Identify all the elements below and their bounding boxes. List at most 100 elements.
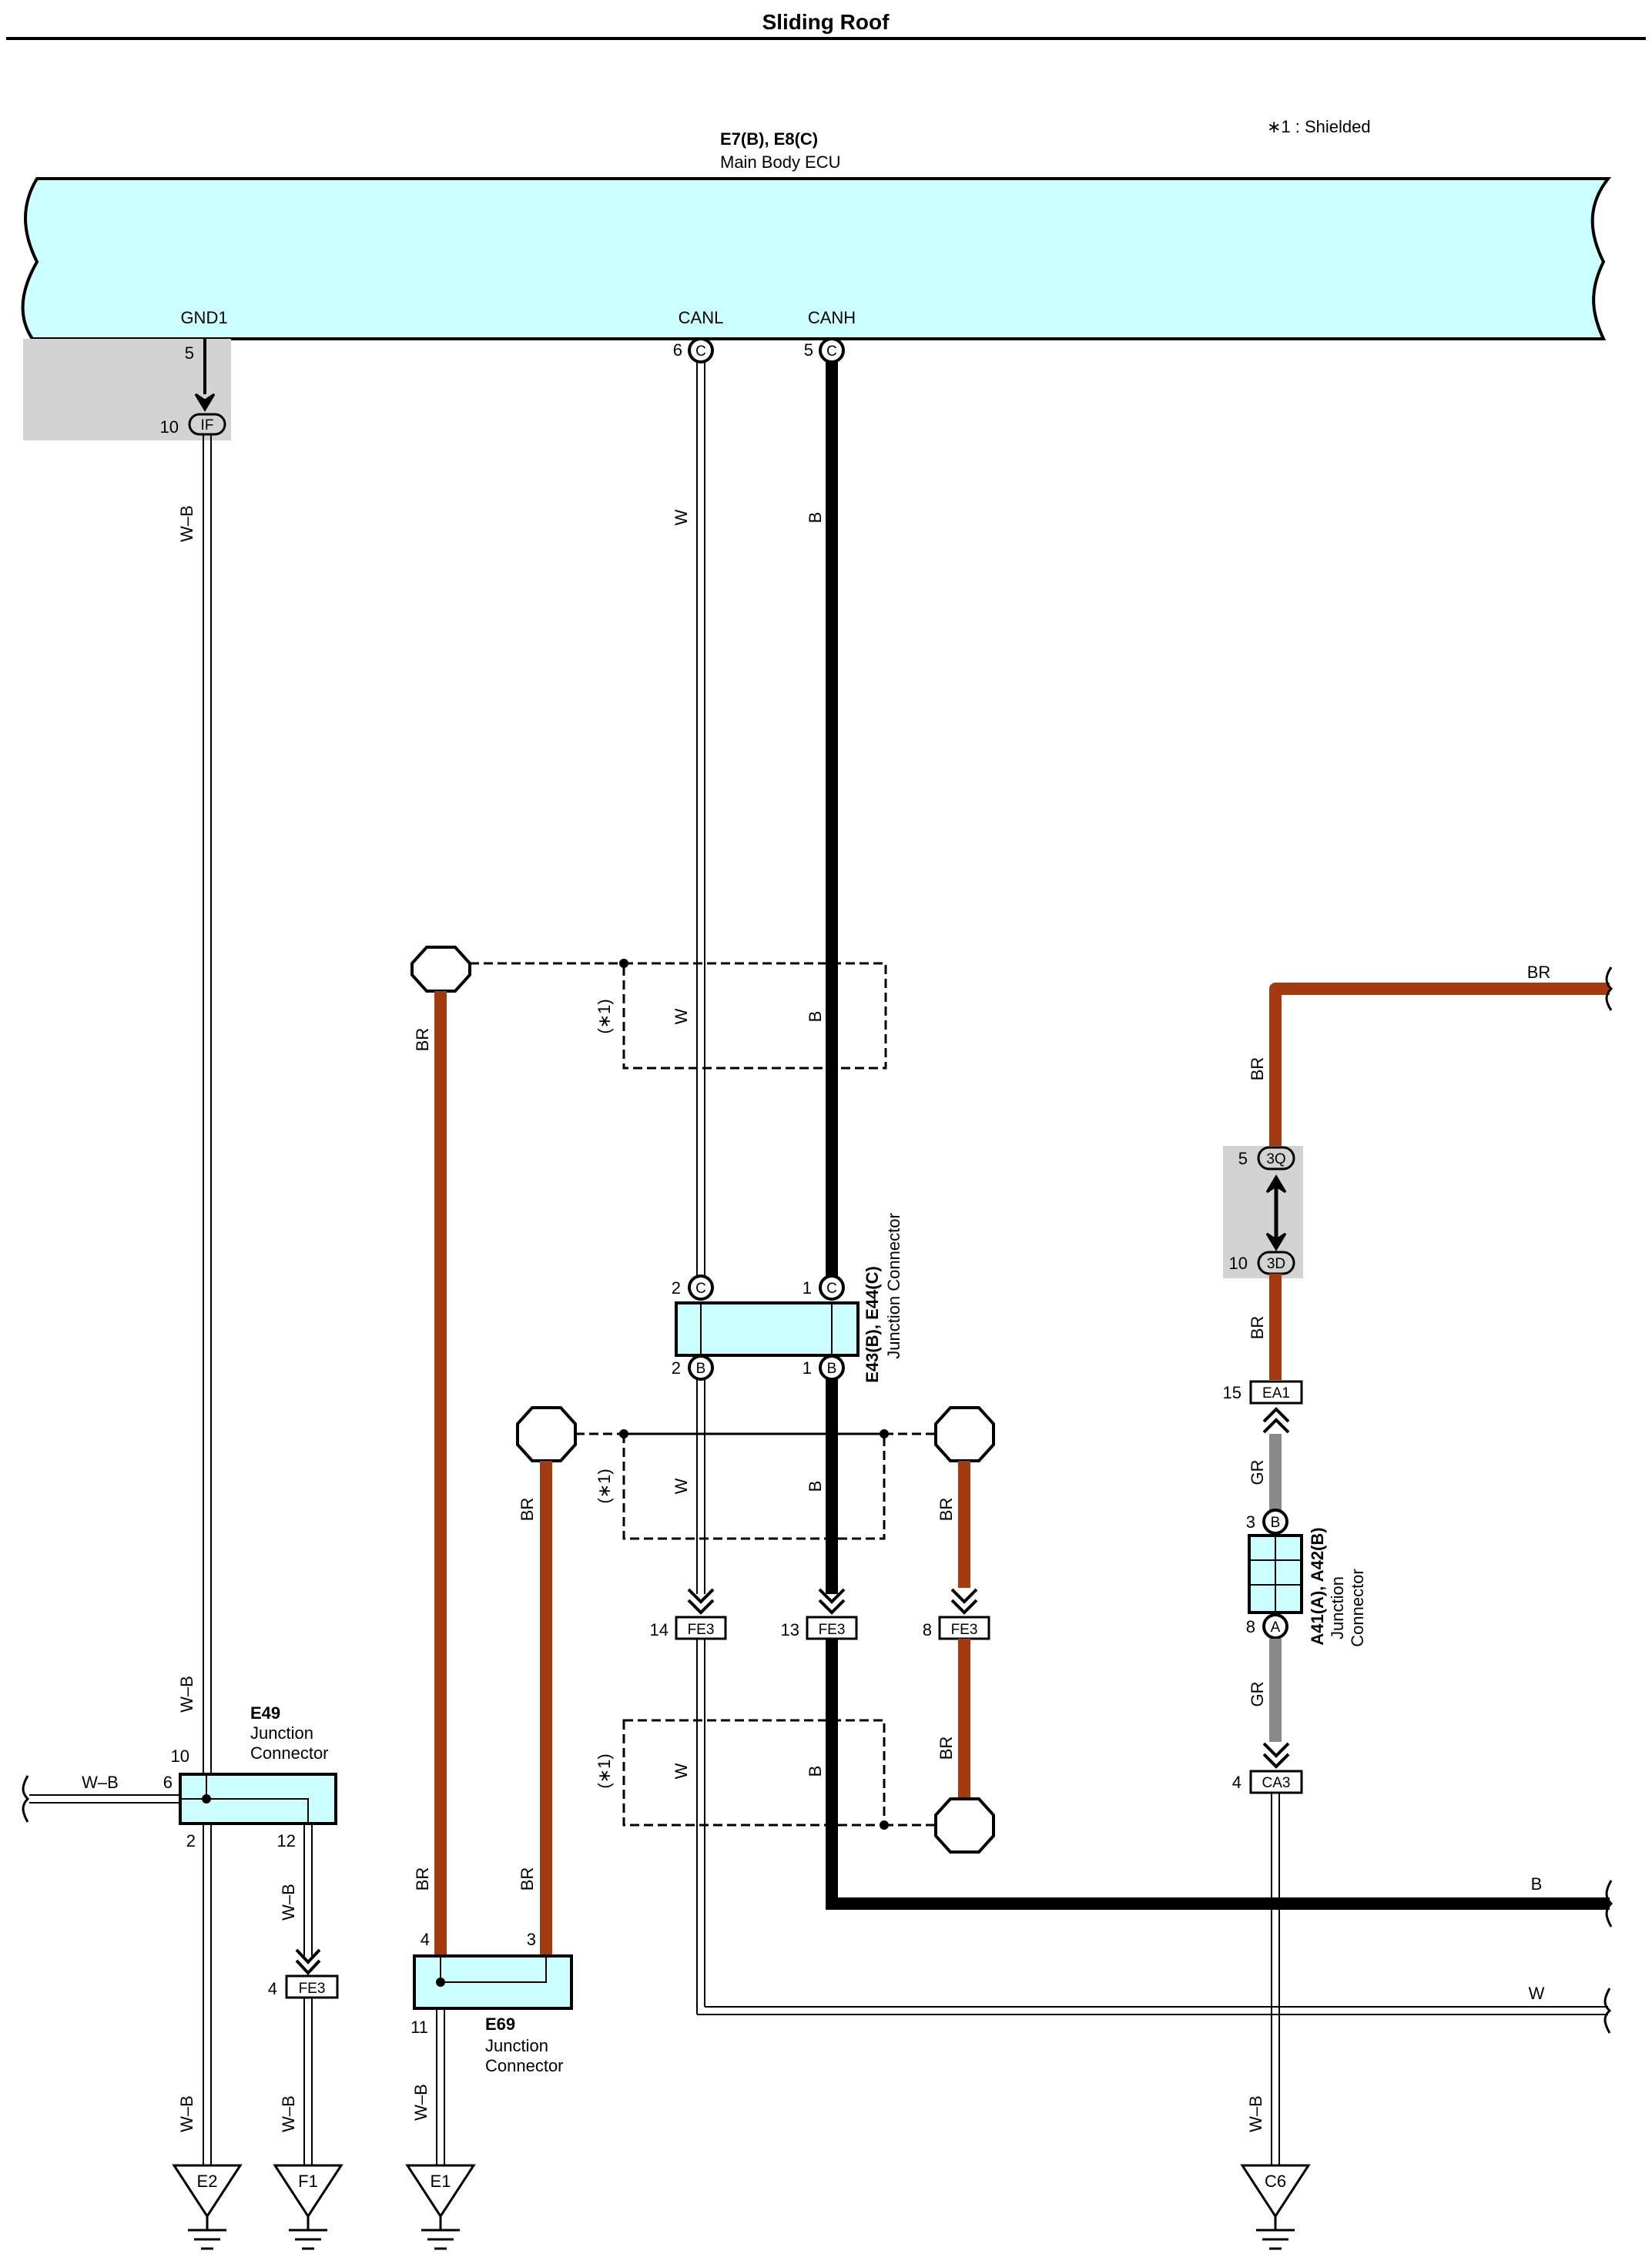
svg-text:W: W	[672, 1763, 691, 1779]
svg-text:IF: IF	[201, 417, 214, 434]
connector-fe3-13	[806, 1616, 858, 1640]
svg-text:W–B: W–B	[279, 1884, 298, 1921]
svg-text:FE3: FE3	[819, 1622, 846, 1638]
svg-text:Junction: Junction	[1328, 1576, 1347, 1639]
ground-c6: C6	[1240, 2164, 1311, 2250]
svg-text:2: 2	[186, 1831, 196, 1850]
connector-3q	[1257, 1146, 1295, 1171]
svg-text:10: 10	[171, 1747, 189, 1766]
page-title: Sliding Roof	[762, 10, 890, 34]
svg-text:C: C	[695, 1281, 706, 1297]
svg-text:12: 12	[277, 1831, 296, 1850]
svg-text:1: 1	[803, 1358, 812, 1378]
ecu-body	[21, 177, 1612, 340]
svg-text:GR: GR	[1248, 1460, 1267, 1485]
svg-text:Connector: Connector	[1348, 1569, 1367, 1647]
svg-text:BR: BR	[1527, 963, 1551, 982]
svg-text:4: 4	[268, 1979, 277, 1998]
svg-text:4: 4	[421, 1930, 430, 1949]
a41-code: A41(A), A42(B)	[1308, 1527, 1327, 1645]
svg-text:B: B	[696, 1361, 706, 1377]
svg-text:6: 6	[163, 1773, 173, 1792]
svg-text:BR: BR	[1248, 1316, 1267, 1340]
svg-text:W–B: W–B	[82, 1773, 119, 1792]
svg-text:FE3: FE3	[951, 1622, 978, 1638]
chevron-down-icon	[295, 1948, 321, 1975]
connector-canl	[688, 337, 714, 363]
svg-text:FE3: FE3	[299, 1981, 326, 1997]
svg-text:BR: BR	[518, 1867, 537, 1891]
svg-text:W: W	[672, 1478, 691, 1494]
chevron-down-icon	[687, 1588, 715, 1615]
svg-text:10: 10	[1229, 1254, 1248, 1273]
arrow-icon	[194, 393, 216, 412]
svg-text:2: 2	[672, 1278, 681, 1298]
chevron-down-icon	[950, 1588, 978, 1615]
ecu-name: Main Body ECU	[720, 152, 841, 172]
svg-text:4: 4	[1232, 1773, 1242, 1792]
svg-text:BR: BR	[518, 1498, 537, 1522]
svg-text:B: B	[806, 512, 825, 524]
svg-text:15: 15	[1223, 1383, 1242, 1402]
wire-break-icon	[1605, 1880, 1613, 1927]
svg-text:(∗1): (∗1)	[595, 1753, 614, 1788]
svg-text:W–B: W–B	[411, 2084, 431, 2121]
svg-text:Junction Connector: Junction Connector	[884, 1213, 903, 1359]
svg-text:8: 8	[923, 1620, 932, 1639]
svg-text:(∗1): (∗1)	[595, 1469, 614, 1503]
svg-text:W: W	[1529, 1984, 1545, 2003]
e43-code: E43(B), E44(C)	[863, 1266, 882, 1383]
chevron-down-icon	[1262, 1742, 1290, 1769]
svg-text:W–B: W–B	[177, 1676, 196, 1713]
e49-code: E49	[250, 1703, 280, 1723]
svg-text:3Q: 3Q	[1266, 1151, 1285, 1167]
svg-text:13: 13	[781, 1620, 799, 1639]
svg-text:3: 3	[527, 1930, 536, 1949]
connector-e43	[675, 1301, 860, 1357]
svg-text:C: C	[826, 343, 837, 360]
ecu-pin-canl: CANL	[679, 308, 724, 327]
shield-2: (∗1) W B	[516, 1406, 995, 1540]
ground-e2: E2	[172, 2164, 243, 2250]
svg-text:GR: GR	[1248, 1682, 1267, 1707]
svg-text:W–B: W–B	[177, 2095, 196, 2132]
svg-text:W–B: W–B	[1246, 2095, 1265, 2132]
svg-text:B: B	[1531, 1874, 1543, 1894]
svg-text:B: B	[806, 1766, 825, 1777]
wire-break-icon	[1605, 966, 1613, 1011]
wire-break-icon	[22, 1775, 30, 1823]
ground-e1: E1	[405, 2164, 476, 2250]
svg-text:C6: C6	[1265, 2172, 1286, 2191]
ground-f1: F1	[273, 2164, 343, 2250]
svg-text:A: A	[1271, 1619, 1281, 1636]
svg-text:C: C	[695, 343, 706, 360]
svg-text:BR: BR	[1248, 1057, 1267, 1081]
wire-break-icon	[1603, 1988, 1612, 2034]
svg-text:B: B	[1271, 1515, 1281, 1531]
svg-text:C: C	[826, 1281, 837, 1297]
e69-code: E69	[485, 2014, 515, 2034]
svg-text:W–B: W–B	[279, 2095, 298, 2132]
svg-text:B: B	[827, 1361, 837, 1377]
shield-3: (∗1) W B	[595, 1719, 995, 1854]
svg-text:F1: F1	[298, 2172, 318, 2191]
svg-text:B: B	[806, 1481, 825, 1492]
svg-text:5: 5	[185, 343, 194, 363]
svg-text:3: 3	[1246, 1512, 1255, 1532]
svg-text:W: W	[672, 1008, 691, 1024]
svg-text:W–B: W–B	[177, 505, 196, 542]
connector-fe3-14	[675, 1616, 727, 1640]
svg-text:Junction: Junction	[485, 2036, 548, 2055]
arrow-up-icon	[1265, 1174, 1287, 1194]
svg-text:(∗1): (∗1)	[595, 999, 614, 1033]
svg-text:2: 2	[672, 1358, 681, 1378]
shield-note: ∗1 : Shielded	[1267, 117, 1371, 136]
chevron-up-icon	[1262, 1407, 1290, 1434]
svg-text:E1: E1	[431, 2172, 451, 2191]
svg-text:BR: BR	[937, 1498, 956, 1522]
svg-text:10: 10	[160, 417, 179, 437]
connector-ca3	[1249, 1770, 1303, 1794]
connector-if	[188, 413, 226, 436]
svg-text:W: W	[672, 509, 691, 525]
shield-1: (∗1) W B	[410, 946, 887, 1070]
